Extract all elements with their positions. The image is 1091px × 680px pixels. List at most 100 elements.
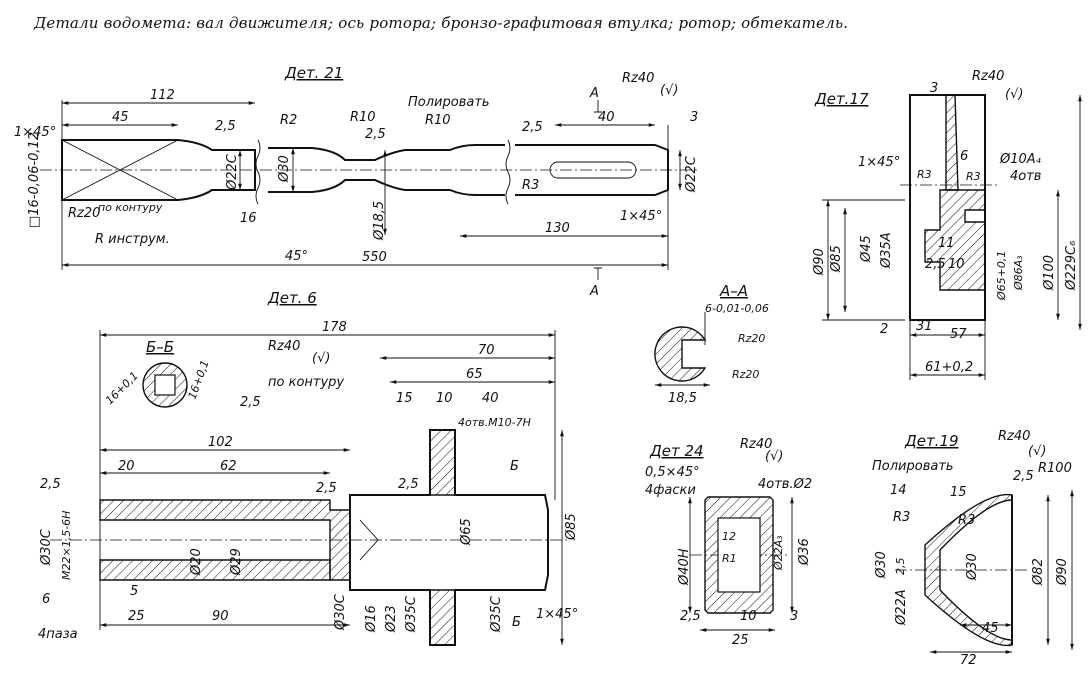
dim-label: 2 xyxy=(880,322,888,337)
dim-label: 2,5 xyxy=(240,395,261,410)
dim-label: 16+0,1 xyxy=(103,369,141,407)
dim-label: 45 xyxy=(112,110,129,125)
dim-label: Б xyxy=(512,615,521,630)
det24-title: Дет 24 xyxy=(649,442,704,460)
dim-label: Полировать xyxy=(408,95,490,110)
det24-roughness-paren: (√) xyxy=(765,449,783,464)
det6-roughness: Rz40 xyxy=(268,339,300,354)
dim-label: 25 xyxy=(732,633,749,648)
dim-label: Ø65 xyxy=(459,518,474,546)
dim-label: по контуру xyxy=(268,375,344,390)
dim-label: Ø30С xyxy=(333,593,348,631)
dim-label: 4отв.М10-7Н xyxy=(458,416,531,429)
det21-shaft-view: Дет. 21 Rz40 (√) А А 112 45 1×45° 2,5 R2… xyxy=(14,64,700,299)
det21-section-mark-bottom: А xyxy=(589,284,599,299)
dim-label: 2,5 xyxy=(680,609,701,624)
dim-label: Ø23 xyxy=(384,605,399,633)
det21-roughness-paren: (√) xyxy=(660,83,678,98)
dim-label: Ø229С₆ xyxy=(1064,241,1079,291)
dim-label: Ø30 xyxy=(277,155,292,183)
dim-label: Ø85 xyxy=(564,513,579,541)
det19-roughness-paren: (√) xyxy=(1028,444,1046,459)
dim-label: Ø90 xyxy=(1055,558,1070,586)
dim-label: R3 xyxy=(917,168,932,181)
dim-label: 61+0,2 xyxy=(925,360,973,375)
dim-label: 4фаски xyxy=(645,483,696,498)
det6-roughness-paren: (√) xyxy=(312,351,330,366)
dim-label: 15 xyxy=(396,391,413,406)
dim-label: 57 xyxy=(950,327,967,342)
dim-label: 5 xyxy=(130,584,138,599)
dim-label: 16+0,1 xyxy=(186,358,212,401)
dim-label: 2,5 xyxy=(365,127,386,142)
dim-label: R3 xyxy=(893,510,910,525)
dim-label: 130 xyxy=(545,221,570,236)
det21-section-mark-top: А xyxy=(589,86,599,101)
dim-label: 3 xyxy=(930,81,938,96)
det6-section-title: Б–Б xyxy=(146,338,174,356)
dim-label: 1×45° xyxy=(620,209,662,224)
dim-label: Rz20 xyxy=(68,206,100,221)
dim-label: 0,5×45° xyxy=(645,465,700,480)
dim-label: 65 xyxy=(466,367,483,382)
det19-roughness: Rz40 xyxy=(998,429,1030,444)
det24-roughness: Rz40 xyxy=(740,437,772,452)
dim-label: Ø90 xyxy=(812,248,827,276)
det6-axle-view: Дет. 6 Rz40 (√) Б–Б 178 70 65 15 10 40 4… xyxy=(38,289,579,646)
dim-label: Ø40Н xyxy=(677,548,692,586)
dim-label: Ø16 xyxy=(364,605,379,633)
dim-label: 3 xyxy=(690,110,698,125)
dim-label: Ø65+0,1 xyxy=(995,251,1008,301)
dim-label: 10 xyxy=(740,609,757,624)
dim-label: 11 xyxy=(938,236,955,251)
dim-label: 6 xyxy=(960,149,968,164)
dim-label: 1×45° xyxy=(858,155,900,170)
dim-label: Ø30С xyxy=(39,528,54,566)
dim-label: Ø22А₃ xyxy=(772,535,785,571)
dim-label: 20 xyxy=(118,459,135,474)
dim-label: 6-0,01-0,06 xyxy=(705,302,769,315)
dim-label: 2,5 xyxy=(316,481,337,496)
det17-title: Дет.17 xyxy=(814,90,869,108)
dim-label: Ø85 xyxy=(829,245,844,273)
dim-label: Ø20 xyxy=(189,548,204,576)
dim-label: по контуру xyxy=(98,201,163,214)
dim-label: 2,5 xyxy=(398,477,419,492)
dim-label: Ø36 xyxy=(797,538,812,566)
dim-label: 31 xyxy=(916,319,933,334)
dim-label: 18,5 xyxy=(668,391,697,406)
dim-label: Ø18,5 xyxy=(372,201,387,241)
dim-label: 40 xyxy=(482,391,499,406)
dim-label: 72 xyxy=(960,653,977,668)
section-aa-view: А–А 6-0,01-0,06 Rz20 Rz20 18,5 xyxy=(654,282,769,406)
dim-label: 1×45° xyxy=(536,607,578,622)
dim-label: 2,5 xyxy=(215,119,236,134)
dim-label: 2,5 xyxy=(1013,469,1034,484)
figure-caption: Детали водомета: вал движителя; ось рото… xyxy=(34,14,849,32)
dim-label: Ø30 xyxy=(874,551,889,579)
dim-label: 45° xyxy=(285,249,308,264)
dim-label: 102 xyxy=(208,435,233,450)
dim-label: Ø35С xyxy=(404,595,419,633)
dim-label: 14 xyxy=(890,483,907,498)
dim-label: 4отв xyxy=(1010,169,1041,184)
dim-label: 4паза xyxy=(38,627,78,642)
dim-label: R3 xyxy=(958,513,975,528)
dim-label: 10 xyxy=(436,391,453,406)
dim-label: Ø22С xyxy=(684,155,699,193)
dim-label: 112 xyxy=(150,88,175,103)
dim-label: R3 xyxy=(522,178,539,193)
det17-roughness: Rz40 xyxy=(972,69,1004,84)
dim-label: 3 xyxy=(790,609,798,624)
dim-label: Ø86А₃ xyxy=(1012,255,1025,291)
dim-label: 1×45° xyxy=(14,125,56,140)
dim-label: 6 xyxy=(42,592,50,607)
dim-label: 25 xyxy=(128,609,145,624)
det21-title: Дет. 21 xyxy=(284,64,343,82)
dim-label: 2,5 xyxy=(40,477,61,492)
det17-roughness-paren: (√) xyxy=(1005,87,1023,102)
dim-label: □16-0,06-0,12 xyxy=(27,132,42,228)
dim-label: R100 xyxy=(1038,461,1072,476)
dim-label: Ø82 xyxy=(1031,558,1046,586)
dim-label: 40 xyxy=(598,110,615,125)
